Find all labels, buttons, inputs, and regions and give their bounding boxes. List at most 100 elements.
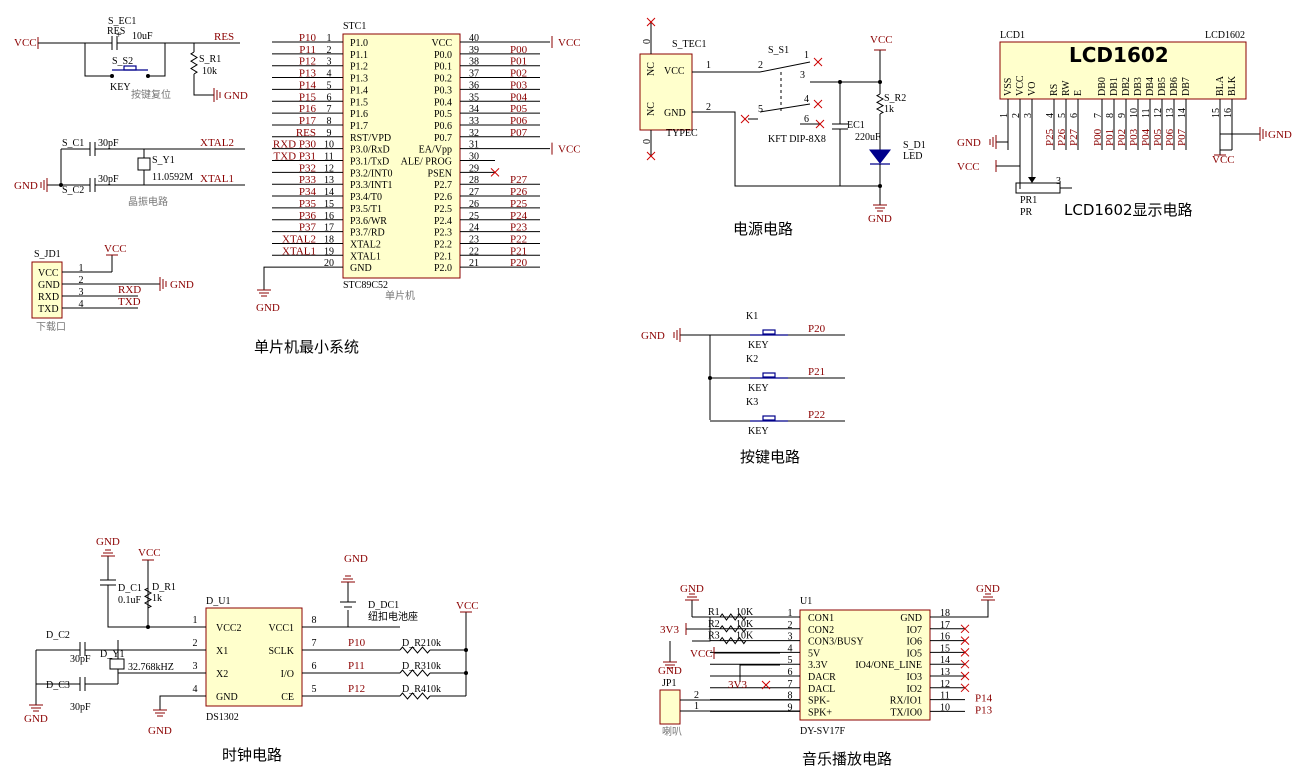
reset-resistor <box>190 51 198 75</box>
music-pin-name: DACR <box>808 672 836 683</box>
mcu-pin-num: 15 <box>324 199 334 210</box>
lcd-part: LCD1602 <box>1205 30 1245 41</box>
junction-dot <box>838 80 842 84</box>
prog-header <box>31 261 63 319</box>
mcu-net-label: P02 <box>510 68 527 80</box>
reset-caption: 按键复位 <box>131 88 171 101</box>
mcu-pin-name: GND <box>350 263 372 274</box>
reset-sw-ref: S_S2 <box>112 56 133 67</box>
key-top <box>762 415 776 421</box>
mcu-net-label: P23 <box>510 222 528 234</box>
ds-pin-num: 8 <box>312 615 317 626</box>
key-net: P20 <box>808 323 826 335</box>
mcu-net-label: P21 <box>510 245 527 257</box>
music-pin-name: CON3/BUSY <box>808 637 864 648</box>
lcd-pin-num: 2 <box>1011 113 1022 118</box>
music-pin-num: 10 <box>940 702 950 713</box>
music-pin-name: IO7 <box>906 625 922 636</box>
mcu-net-label: P06 <box>510 115 528 127</box>
sw-pin: 4 <box>804 94 809 105</box>
mcu-net-label: TXD P31 <box>274 151 316 163</box>
d-y-val: 32.768kHZ <box>128 662 174 673</box>
music-pin-name: CON1 <box>808 613 834 624</box>
music-pin-name: IO5 <box>906 648 922 659</box>
crystal-body <box>137 157 151 171</box>
speaker-connector <box>659 689 681 725</box>
spk-ref: JP1 <box>662 678 676 689</box>
key-val: KEY <box>748 426 769 437</box>
lcd-pin-name: DB2 <box>1121 77 1132 96</box>
sw-ref: S_S1 <box>768 45 789 56</box>
ds1302-ref: D_U1 <box>206 596 230 607</box>
ds-pin-num: 5 <box>312 684 317 695</box>
mcu-pin-name: P3.0/RxD <box>350 145 390 156</box>
sw-pin: 3 <box>800 70 805 81</box>
xtal1-label: XTAL1 <box>200 173 234 185</box>
ds1302-body <box>205 607 303 707</box>
ds-pin-name: X1 <box>216 646 228 657</box>
usb-pin-name: GND <box>664 108 686 119</box>
lcd-pin-num: 9 <box>1117 113 1128 118</box>
mcu-pin-name: P2.3 <box>434 228 452 239</box>
prog-pin-name: TXD <box>38 304 59 315</box>
usb-pin-name: VCC <box>664 66 685 77</box>
vcc-label: VCC <box>104 243 127 255</box>
lcd-pin-num: 1 <box>999 113 1010 118</box>
music-pin-num: 11 <box>940 691 950 702</box>
music-net: P14 <box>975 693 993 705</box>
mcu-pin-name: P2.6 <box>434 192 452 203</box>
d-r1-ref: D_R1 <box>152 582 176 593</box>
lcd-pin-name: BLK <box>1227 75 1238 96</box>
lcd-net-label: P27 <box>1068 128 1080 146</box>
lcd-pin-name: E <box>1073 90 1084 96</box>
mcu-pin-num: 10 <box>324 140 334 151</box>
mcu-body <box>342 33 461 279</box>
mcu-pin-name: P0.4 <box>434 97 452 108</box>
lcd-pin-name: RS <box>1049 84 1060 96</box>
music-pin-num: 4 <box>788 643 793 654</box>
mcu-net-label: P16 <box>299 103 317 115</box>
gnd-label: GND <box>24 713 48 725</box>
no-connect-mark <box>960 648 970 657</box>
sw-pin: 5 <box>758 104 763 115</box>
osc-y-val: 11.0592M <box>152 172 193 183</box>
mcu-pin-name: P3.1/TxD <box>350 157 389 168</box>
mcu-pin-num: 26 <box>469 199 479 210</box>
d-c2-val: 30pF <box>70 654 91 665</box>
lcd-pin-num: 8 <box>1105 113 1116 118</box>
junction-dot <box>110 74 114 78</box>
mcu-pin-num: 27 <box>469 187 479 198</box>
mcu-pin-num: 12 <box>324 163 334 174</box>
lcd-pin-name: VSS <box>1003 78 1014 96</box>
usb-pin-num: 0 <box>642 39 653 44</box>
ds-pin-name: X2 <box>216 669 228 680</box>
spk-caption: 喇叭 <box>662 726 682 738</box>
music-pin-num: 14 <box>940 655 950 666</box>
music-r-ref: R2 <box>708 619 720 630</box>
mcu-net-label: P03 <box>510 79 528 91</box>
mcu-part: STC89C52 <box>343 280 388 291</box>
mcu-net-label: P04 <box>510 91 528 103</box>
mcu-pin-num: 28 <box>469 175 479 186</box>
d-c1-val: 0.1uF <box>118 595 142 606</box>
music-r-val: 10K <box>736 631 754 642</box>
lcd-body <box>999 41 1247 100</box>
mcu-pin-name: P3.5/T1 <box>350 204 382 215</box>
reset-cap-ref: S_EC1 <box>108 16 136 27</box>
lcd-pin-num: 15 <box>1211 108 1222 118</box>
sw-part: KFT DIP-8X8 <box>768 134 826 145</box>
lcd-pin-name: DB3 <box>1133 77 1144 96</box>
usb-pin-num: 0 <box>642 139 653 144</box>
clock-r-val: 10k <box>426 661 441 672</box>
v33-label: 3V3 <box>728 679 747 691</box>
section-title-clock: 时钟电路 <box>222 746 282 764</box>
ds-pin-num: 4 <box>193 684 198 695</box>
reset-cap-val: 10uF <box>132 31 153 42</box>
lcd-pin-name: VCC <box>1015 75 1026 96</box>
mcu-pin-num: 22 <box>469 246 479 257</box>
mcu-pin-name: P2.4 <box>434 216 452 227</box>
mcu-net-label: P35 <box>299 198 317 210</box>
switch-top <box>123 65 137 71</box>
key-ref: K1 <box>746 311 758 322</box>
d-y-ref: D_Y1 <box>100 649 124 660</box>
